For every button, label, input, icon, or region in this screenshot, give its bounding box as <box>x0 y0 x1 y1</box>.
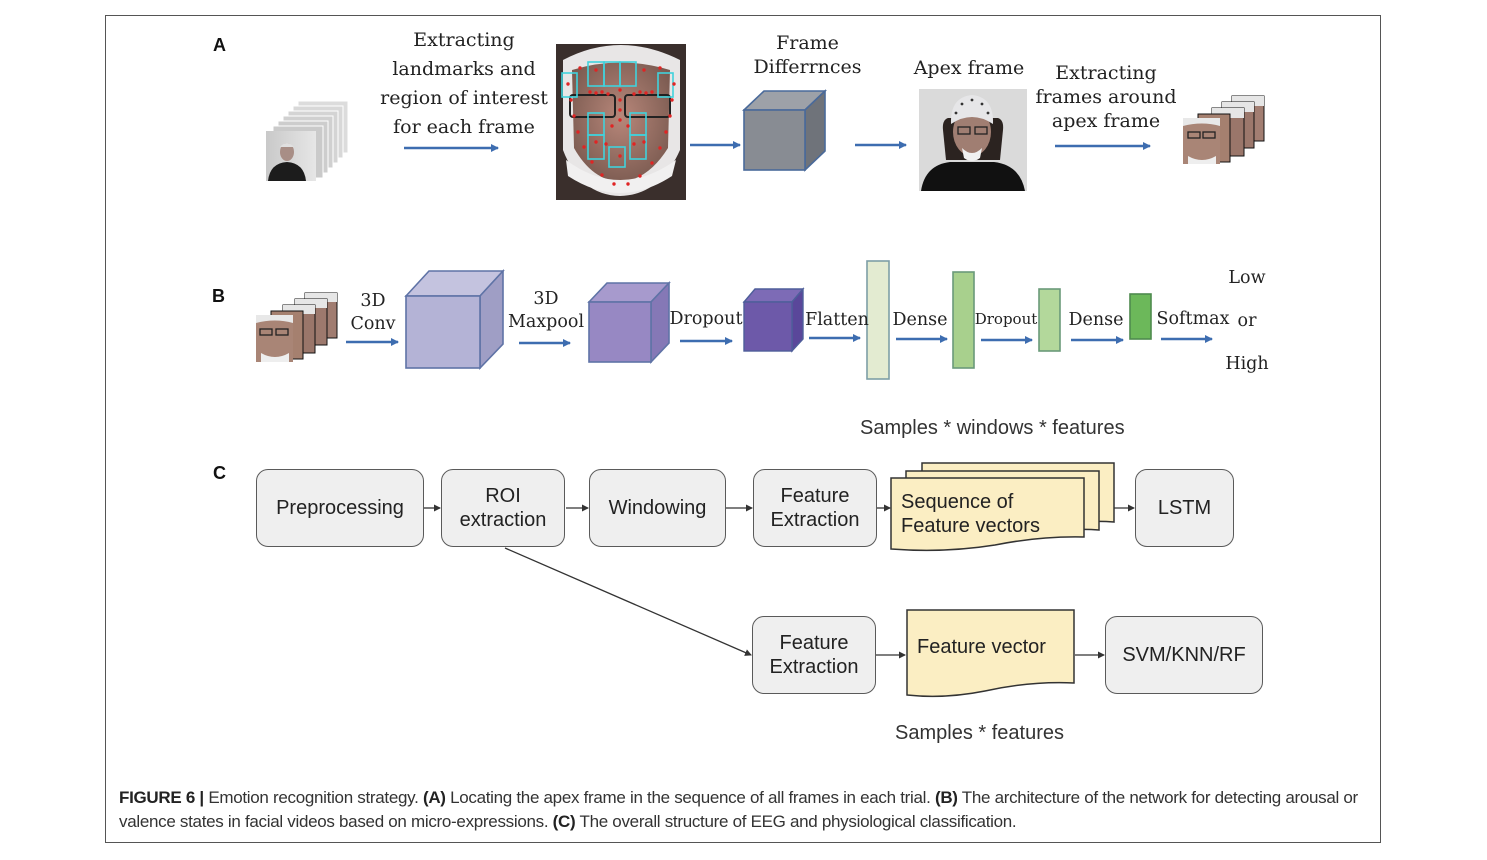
label-line: landmarks and <box>392 58 536 80</box>
box-label: Feature <box>779 632 849 654</box>
caption-a-label: (A) <box>422 788 446 807</box>
cropped-face-frames-stack <box>1183 95 1265 164</box>
flatten-layer <box>866 260 890 380</box>
note-samples-features: Samples * features <box>895 722 1064 744</box>
label-line: Differrnces <box>753 56 862 78</box>
caption-figure-label: FIGURE 6 | <box>119 788 204 807</box>
dropout-layer <box>1038 288 1061 352</box>
caption-title: Emotion recognition strategy. <box>203 788 423 807</box>
box-label: SVM/KNN/RF <box>1122 644 1246 666</box>
label-line: apex frame <box>1051 110 1161 132</box>
box-preprocessing: Preprocessing <box>256 469 424 547</box>
output-high: High <box>1225 354 1269 374</box>
label-extract-landmarks: Extracting landmarks and region of inter… <box>374 26 554 142</box>
input-face-frames-stack <box>256 292 338 362</box>
video-frames-stack <box>266 100 349 181</box>
label-3d-maxpool: 3D Maxpool <box>505 288 587 334</box>
label-flatten: Flatten <box>805 310 869 330</box>
label-feature-vector: Feature vector <box>917 636 1046 658</box>
box-label: LSTM <box>1157 497 1212 519</box>
label-line: for each frame <box>393 116 535 138</box>
panel-label-c: C <box>213 463 226 483</box>
panel-label-b: B <box>212 286 225 306</box>
caption-c-text: The overall structure of EEG and physiol… <box>575 812 1017 831</box>
box-label: ROI <box>485 485 521 507</box>
output-or: or <box>1237 311 1257 331</box>
label-dropout-2: Dropout <box>974 310 1038 328</box>
caption-c-label: (C) <box>552 812 576 831</box>
label-dropout-1: Dropout <box>669 309 743 329</box>
box-svm-knn-rf: SVM/KNN/RF <box>1105 616 1263 694</box>
box-feature-extraction-2: Feature Extraction <box>752 616 876 694</box>
label-apex-frame: Apex frame <box>913 57 1025 79</box>
figure-caption: FIGURE 6 | Emotion recognition strategy.… <box>119 786 1359 834</box>
label-frame-differences: Frame Differrnces <box>745 31 870 79</box>
caption-b-text: The architecture of the network for dete… <box>119 788 1358 831</box>
box-label: Feature <box>780 485 850 507</box>
label-line: frames around <box>1035 86 1177 108</box>
dense-layer-2 <box>1129 293 1152 340</box>
box-windowing: Windowing <box>589 469 726 547</box>
apex-frame-photo <box>919 89 1027 191</box>
label-line: 3D <box>360 291 386 311</box>
note-samples-windows-features: Samples * windows * features <box>860 417 1125 439</box>
frame-difference-cube <box>741 89 828 172</box>
caption-b-label: (B) <box>934 788 958 807</box>
box-label: Extraction <box>769 656 859 678</box>
label-extract-frames-around: Extracting frames around apex frame <box>1030 61 1182 133</box>
label-line: Feature vectors <box>901 515 1040 537</box>
label-sequence-of-feature-vectors: Sequence of Feature vectors <box>901 490 1040 538</box>
box-label: Preprocessing <box>276 497 404 519</box>
box-label: Extraction <box>770 509 860 531</box>
dropout-cube <box>742 287 805 353</box>
figure-frame <box>105 15 1381 843</box>
label-line: Maxpool <box>507 312 585 332</box>
dense-layer-1 <box>952 271 975 369</box>
label-line: Frame <box>776 32 839 54</box>
box-lstm: LSTM <box>1135 469 1234 547</box>
feature-vector-doc <box>906 609 1075 698</box>
label-dense-1: Dense <box>892 310 948 330</box>
label-3d-conv: 3D Conv <box>345 290 401 336</box>
label-line: Sequence of <box>901 491 1014 513</box>
label-line: 3D <box>533 289 559 309</box>
maxpool3d-cube <box>587 280 671 365</box>
output-low: Low <box>1228 268 1266 288</box>
caption-a-text: Locating the apex frame in the sequence … <box>445 788 935 807</box>
box-label: Windowing <box>608 497 707 519</box>
panel-label-a: A <box>213 35 226 55</box>
box-label: extraction <box>459 509 547 531</box>
label-dense-2: Dense <box>1068 310 1124 330</box>
box-feature-extraction-1: Feature Extraction <box>753 469 877 547</box>
box-roi-extraction: ROI extraction <box>441 469 565 547</box>
connector-arrows <box>424 504 1135 659</box>
label-line: Extracting <box>413 29 515 51</box>
label-softmax: Softmax <box>1156 309 1230 329</box>
feature-sequence-doc-stack <box>890 462 1115 552</box>
label-line: Extracting <box>1055 62 1157 84</box>
conv3d-cube <box>404 268 505 370</box>
label-line: region of interest <box>380 87 548 109</box>
face-landmarks-roi-image <box>556 44 686 200</box>
label-line: Conv <box>350 314 396 334</box>
